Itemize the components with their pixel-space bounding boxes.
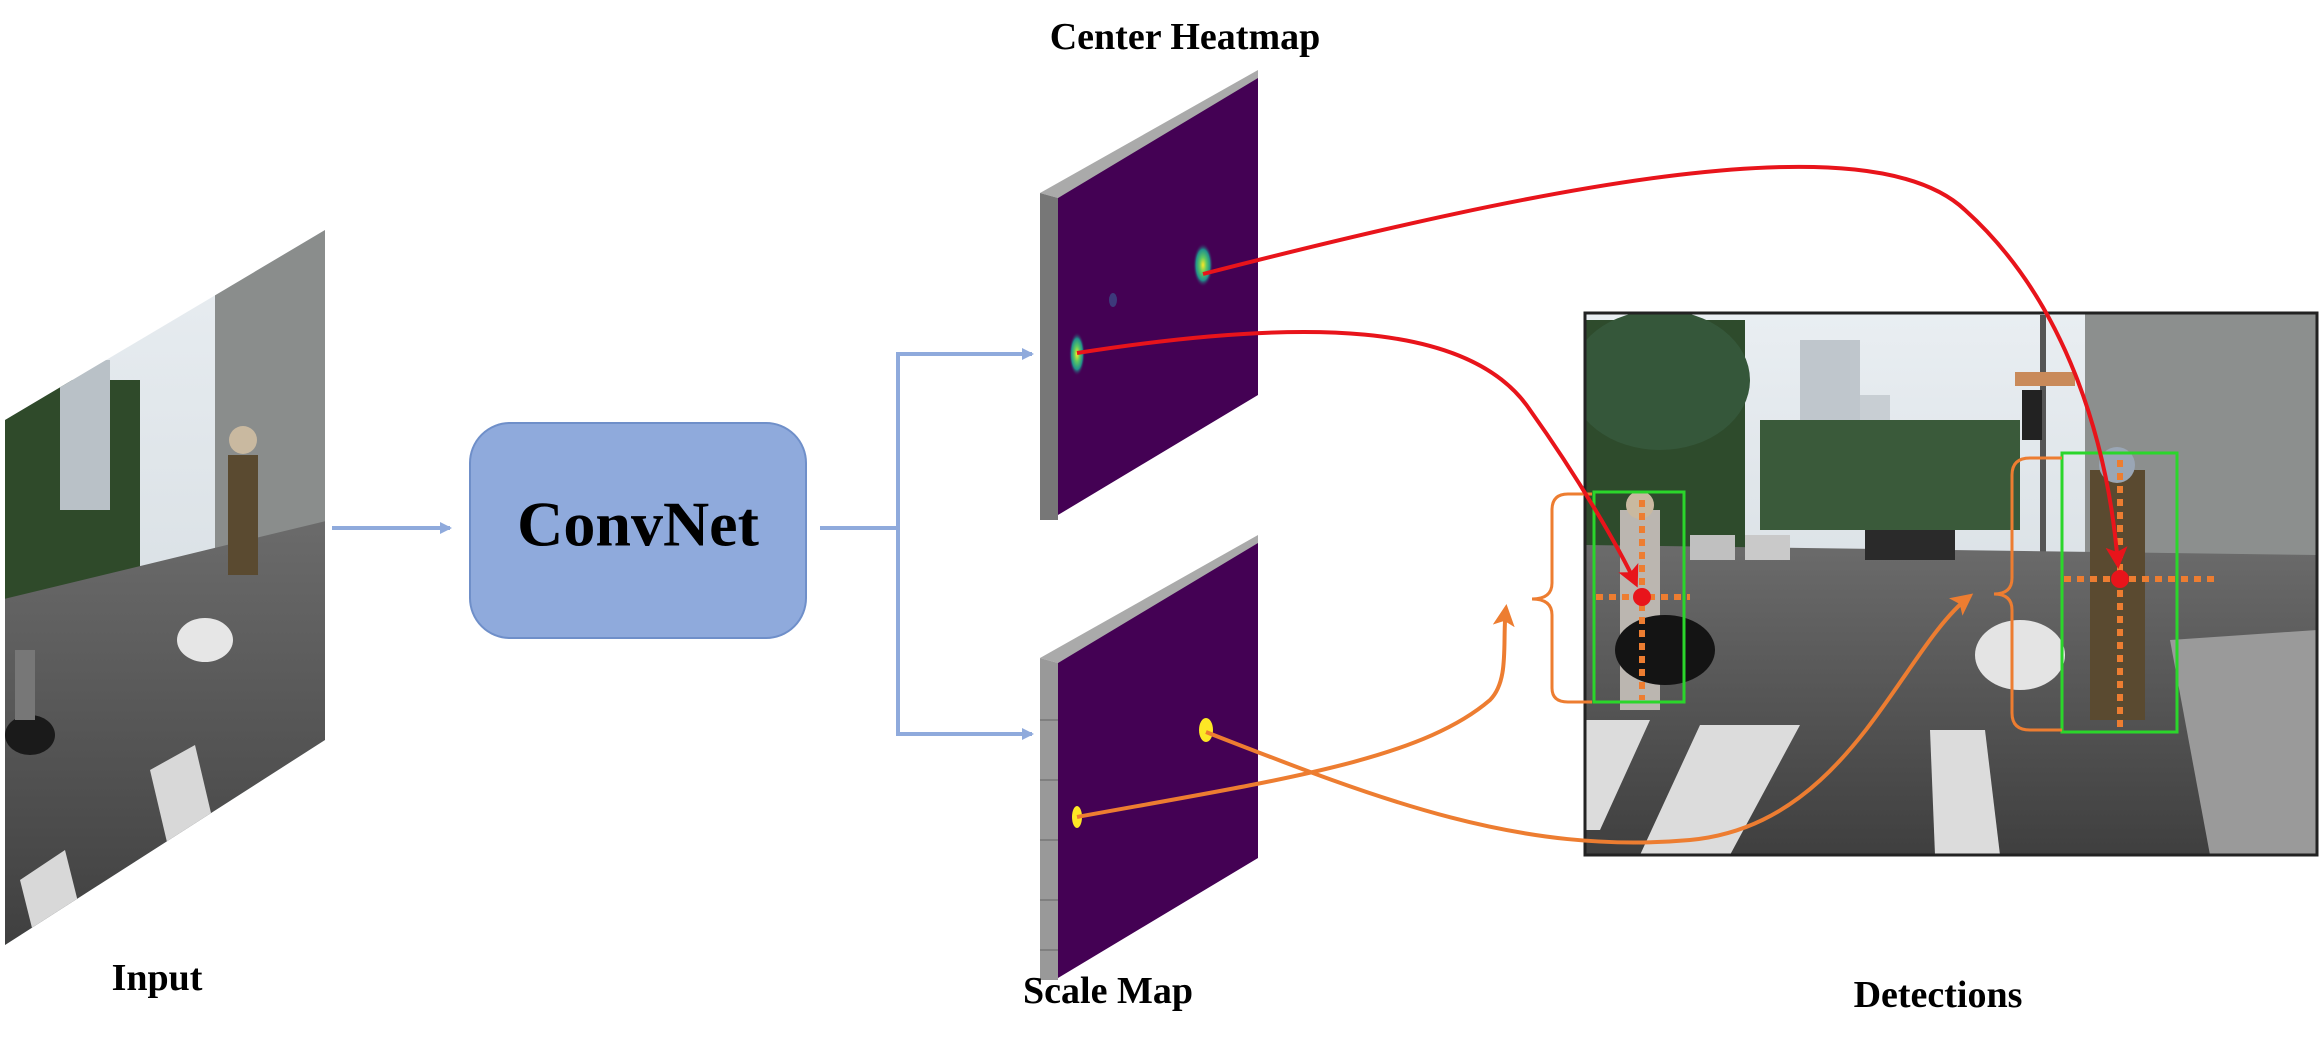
center-heatmap bbox=[1040, 70, 1258, 520]
center-heatmap-label: Center Heatmap bbox=[1050, 16, 1321, 58]
convnet-label: ConvNet bbox=[517, 489, 759, 560]
center-point-icon bbox=[1633, 588, 1651, 606]
heatmap-peak-icon bbox=[1193, 243, 1213, 287]
scale-brace-right bbox=[1993, 456, 2062, 732]
scale-peak-icon bbox=[1199, 718, 1213, 742]
scale-map bbox=[1040, 535, 1258, 980]
detection-box-right bbox=[2060, 451, 2179, 734]
input-image bbox=[5, 230, 325, 945]
scale-map-label: Scale Map bbox=[1023, 970, 1193, 1012]
link-arrows bbox=[1076, 164, 2128, 845]
scale-brace-left bbox=[1531, 492, 1592, 704]
scale-link-left bbox=[1076, 604, 1515, 819]
heatmap-peak-icon bbox=[1069, 332, 1085, 376]
center-point-icon bbox=[2111, 570, 2129, 588]
convnet-block: ConvNet bbox=[469, 422, 807, 639]
scale-link-right bbox=[1205, 593, 1974, 845]
detections-label: Detections bbox=[1854, 974, 2023, 1016]
center-link-left bbox=[1076, 329, 1639, 588]
detection-box-left bbox=[1592, 490, 1686, 704]
center-link-right bbox=[1202, 164, 2128, 569]
input-label: Input bbox=[112, 957, 203, 999]
detections-image bbox=[1531, 311, 2319, 857]
flow-arrows bbox=[332, 348, 1034, 740]
